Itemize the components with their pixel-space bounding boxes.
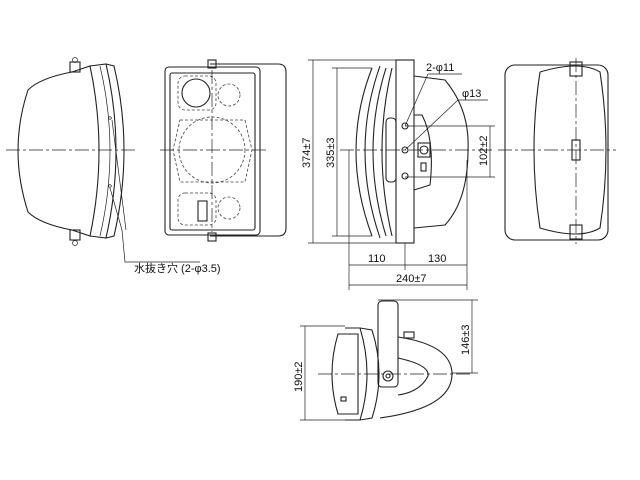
front-view [160,59,287,242]
side-view-left: 水抜き穴 (2-φ3.5) [6,57,221,275]
hole-phi13-label: φ13 [462,88,481,100]
dim-depth-rear: 130 [428,253,446,265]
dim-depth-front: 110 [368,253,386,265]
bottom-view: 190±2 146±3 [293,299,478,421]
drain-hole-label: 水抜き穴 (2-φ3.5) [134,261,221,275]
side-view-dimensioned: 2-φ11 φ13 374±7 335±3 102±2 110 130 240±… [301,59,495,290]
dim-hole-pitch: 102±2 [478,135,490,166]
dim-height-body: 335±3 [325,137,337,168]
hole-2phi11-label: 2-φ11 [426,62,454,74]
rear-view [498,58,616,244]
dim-width-bottom: 190±2 [293,361,305,392]
dim-depth-overall: 240±7 [396,273,427,285]
dim-height-overall: 374±7 [301,137,313,168]
dim-bracket-depth: 146±3 [460,324,472,355]
